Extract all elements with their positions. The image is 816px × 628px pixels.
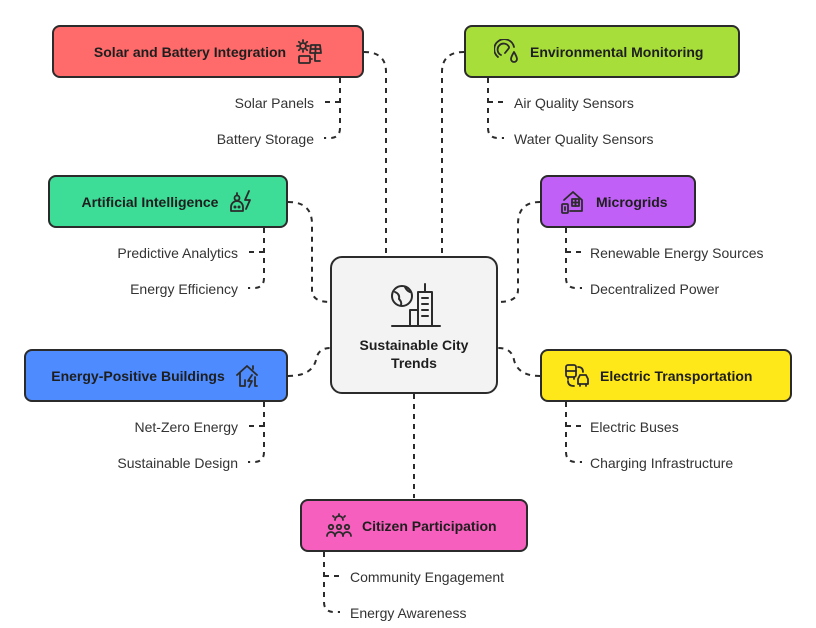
house-plug-icon (561, 190, 583, 214)
list-item: Decentralized Power (590, 281, 720, 297)
list-item: Charging Infrastructure (590, 455, 734, 471)
list-item: Solar Panels (234, 95, 314, 111)
topic-title: Citizen Participation (362, 517, 497, 534)
robot-spark-icon (230, 189, 252, 212)
list-item: Water Quality Sensors (514, 131, 654, 147)
topic-title: Electric Transportation (600, 367, 753, 384)
topic-title: Energy-Positive Buildings (51, 367, 225, 384)
center-title-line2: Trends (391, 355, 437, 371)
topic-solar-battery: Solar and Battery Integration (52, 25, 364, 78)
topic-title: Microgrids (596, 193, 668, 210)
list-item: Net-Zero Energy (134, 419, 238, 435)
topic-title: Artificial Intelligence (81, 193, 219, 210)
list-item: Predictive Analytics (117, 245, 238, 261)
list-item: Air Quality Sensors (514, 95, 634, 111)
topic-energy-positive-buildings: Energy-Positive Buildings (24, 349, 288, 402)
topic-electric-transportation: Electric Transportation (540, 349, 792, 402)
bus-car-icon (565, 363, 589, 387)
house-bolt-icon (235, 364, 258, 388)
list-item: Energy Awareness (350, 605, 467, 621)
list-item: Community Engagement (350, 569, 505, 585)
center-node: Sustainable City Trends (330, 256, 498, 394)
topic-microgrids: Microgrids (540, 175, 696, 228)
topic-artificial-intelligence: Artificial Intelligence (48, 175, 288, 228)
list-item: Energy Efficiency (130, 281, 238, 297)
topic-title: Environmental Monitoring (530, 43, 704, 60)
center-title-line1: Sustainable City (359, 337, 469, 353)
gauge-drop-icon (494, 38, 518, 63)
solar-battery-icon (296, 38, 322, 64)
people-sun-icon (326, 512, 352, 537)
topic-title: Solar and Battery Integration (93, 43, 287, 60)
list-item: Sustainable Design (117, 455, 238, 471)
globe-city-icon (391, 283, 441, 327)
list-item: Battery Storage (216, 131, 314, 147)
topic-environmental-monitoring: Environmental Monitoring (464, 25, 740, 78)
list-item: Renewable Energy Sources (590, 245, 764, 261)
list-item: Electric Buses (590, 419, 679, 435)
topic-citizen-participation: Citizen Participation (300, 499, 528, 552)
center-title: Sustainable City Trends (332, 336, 496, 372)
